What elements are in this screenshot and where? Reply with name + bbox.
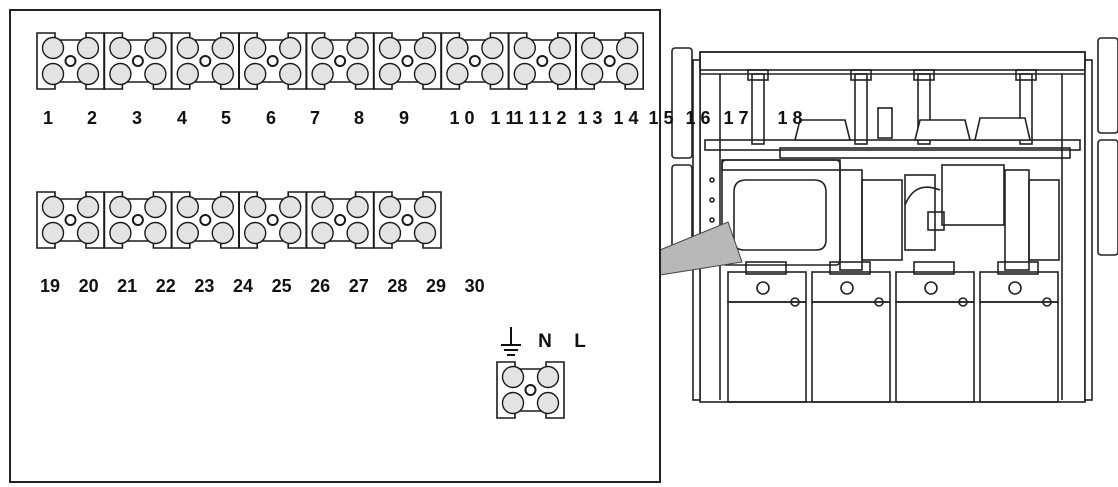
live-label: L [574,331,586,352]
strip-2-terminal-numbers: 19 20 21 22 23 24 25 26 27 28 29 30 [40,276,485,296]
strip2-terminal-20: 20 [79,276,99,296]
strip1-block-2 [103,32,173,90]
strip2-terminal-19: 19 [40,276,60,296]
strip2-block-4 [238,191,307,249]
strip1-terminal-5: 5 [221,108,231,128]
strip1-terminal-7: 7 [310,108,320,128]
strip2-block-6 [373,191,442,249]
strip2-block-1 [36,191,105,249]
strip1-terminal-18: 1 7 [723,108,748,128]
terminal-strip-1-18 [36,32,644,90]
strip1-terminal-6: 6 [266,108,276,128]
strip1-block-5 [305,32,375,90]
terminal-strip-19-30 [36,191,442,249]
strip1-terminal-16: 1 5 [648,108,673,128]
strip1-terminal-9: 9 [399,108,409,128]
strip2-block-2 [103,191,173,249]
mains-block-1 [496,361,565,419]
strip1-terminal-15: 1 4 [613,108,638,128]
strip1-terminal-2: 2 [87,108,97,128]
strip1-terminal-3: 3 [132,108,142,128]
strip2-block-5 [305,191,375,249]
strip2-terminal-28: 28 [387,276,407,296]
ground-icon [501,327,521,356]
strip1-block-7 [440,32,510,90]
boiler-unit-illustration [671,37,1118,403]
strip1-terminal-11: 1 1 [490,108,515,128]
strip1-terminal-17: 1 6 [685,108,710,128]
strip1-block-9 [575,32,644,90]
strip1-terminal-14: 1 3 [577,108,602,128]
strip2-terminal-27: 27 [349,276,369,296]
mains-terminal-block [496,361,565,419]
strip1-terminal-10: 1 0 [449,108,474,128]
strip2-block-3 [171,191,240,249]
strip1-block-6 [373,32,442,90]
strip1-block-4 [238,32,307,90]
strip2-terminal-26: 26 [310,276,330,296]
strip1-terminal-13: 1 2 [541,108,566,128]
strip2-terminal-21: 21 [117,276,137,296]
strip2-terminal-23: 23 [194,276,214,296]
neutral-label: N [538,331,552,352]
strip2-terminal-30: 30 [465,276,485,296]
strip2-terminal-22: 22 [156,276,176,296]
strip2-terminal-29: 29 [426,276,446,296]
strip1-terminal-4: 4 [177,108,187,128]
strip1-terminal-12: 1 1 [513,108,538,128]
strip2-terminal-24: 24 [233,276,253,296]
strip1-terminal-8: 8 [354,108,364,128]
strip2-terminal-25: 25 [272,276,292,296]
strip1-terminal-19: 1 8 [777,108,802,128]
strip1-terminal-1: 1 [43,108,53,128]
strip1-block-8 [508,32,577,90]
strip1-block-1 [36,32,105,90]
strip1-block-3 [171,32,240,90]
